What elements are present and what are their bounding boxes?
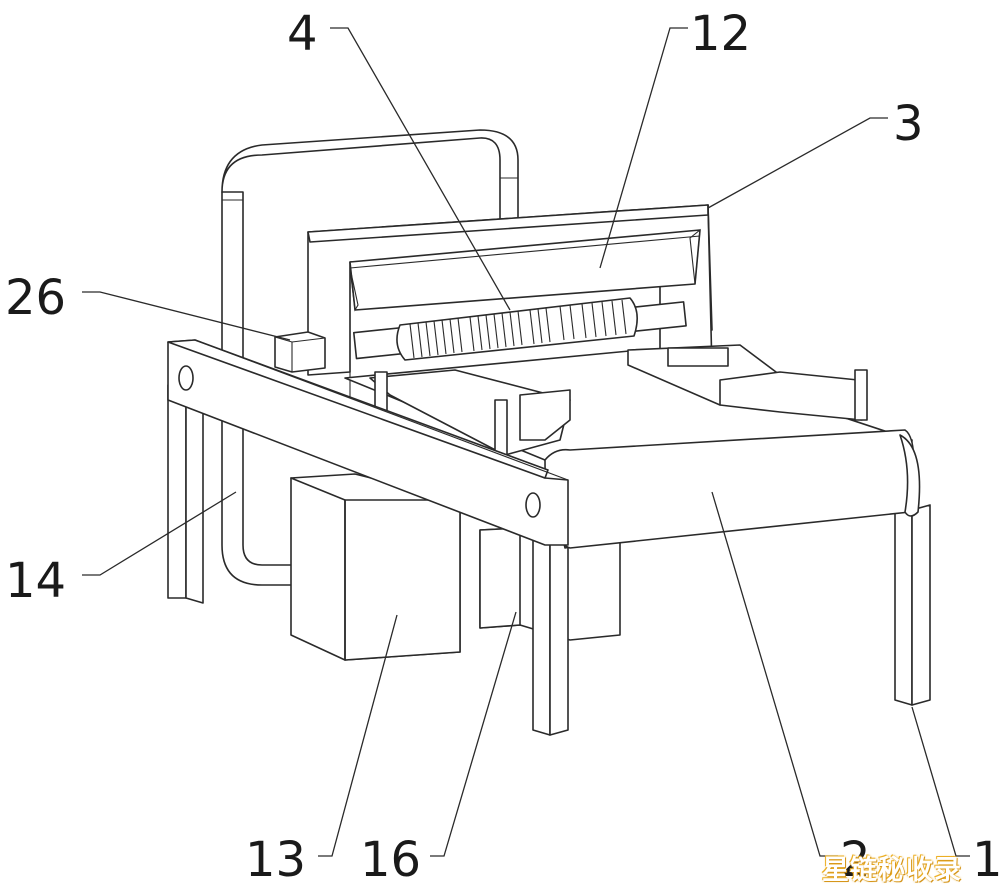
frame-leg-front-right — [894, 504, 931, 706]
label-2: 2 — [840, 832, 871, 885]
label-13: 13 — [245, 832, 306, 885]
guide-arm-right — [627, 344, 868, 421]
leader-lines — [82, 27, 970, 857]
watermark: 星链秘收录 — [822, 855, 962, 886]
box-13 — [290, 473, 461, 661]
label-26: 26 — [5, 270, 66, 326]
label-16: 16 — [360, 832, 421, 885]
roller-4 — [352, 297, 687, 361]
label-1: 1 — [972, 832, 1000, 885]
label-14: 14 — [5, 553, 66, 609]
block-26 — [274, 331, 326, 373]
frame-beam-front — [167, 339, 569, 546]
label-12: 12 — [690, 6, 751, 62]
frame-leg-left-back — [167, 384, 204, 604]
label-3: 3 — [893, 96, 924, 152]
cover-12 — [349, 228, 701, 312]
label-4: 4 — [287, 6, 318, 62]
frame-leg-front-middle — [532, 519, 569, 736]
